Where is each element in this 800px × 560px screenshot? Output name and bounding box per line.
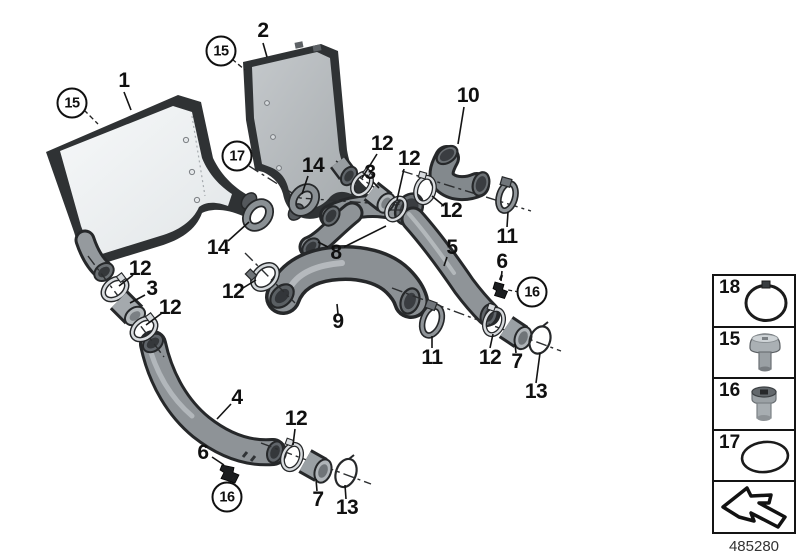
callout-4[interactable]: 4 [231,386,243,409]
legend-item-16[interactable]: 16 [712,377,796,433]
callout-circled-17[interactable]: 17 [221,140,253,172]
intercooler-1 [46,95,258,282]
sensor-6-right [492,281,509,299]
callout-14[interactable]: 14 [206,236,230,259]
callout-12[interactable]: 12 [158,296,182,319]
mount-tab [312,44,322,52]
screw-icon [735,329,793,382]
callout-6[interactable]: 6 [496,250,508,273]
legend-item-18[interactable]: 18 [712,274,796,328]
callout-12[interactable]: 12 [128,257,152,280]
pipe-9 [265,245,429,319]
legend-direction-box [712,480,796,536]
pipe-5 [400,206,501,328]
callout-11[interactable]: 11 [421,346,443,369]
callout-6[interactable]: 6 [197,441,209,464]
callout-1[interactable]: 1 [118,69,130,92]
callout-2[interactable]: 2 [257,19,269,42]
drawing-number: 485280 [728,538,780,555]
intercooler-2 [243,41,367,221]
callout-12[interactable]: 12 [439,199,463,222]
pipe-10-fasteners [413,170,519,214]
left-chain-clamps [100,272,159,343]
blind-plug-icon [735,380,793,433]
pipe-10 [428,144,491,202]
callout-circled-15[interactable]: 15 [205,35,237,67]
sensor-6-left [219,464,240,484]
callout-13[interactable]: 13 [524,380,548,403]
legend-label: 18 [719,277,741,298]
callout-7[interactable]: 7 [312,488,324,511]
callout-circled-16[interactable]: 16 [211,481,243,513]
callout-9[interactable]: 9 [332,310,344,333]
legend-label: 17 [719,431,741,453]
callout-3[interactable]: 3 [146,277,158,300]
leader-lines [118,42,541,500]
o-ring-icon [735,432,793,485]
seal-ring-14 [241,183,321,232]
legend-item-17[interactable]: 17 [712,428,796,485]
callout-12[interactable]: 12 [370,132,394,155]
callout-10[interactable]: 10 [456,84,480,107]
legend-label: 15 [719,328,741,350]
callout-13[interactable]: 13 [335,496,359,519]
callout-11[interactable]: 11 [496,225,518,248]
direction-arrow-icon [715,483,791,536]
legend-item-15[interactable]: 15 [712,325,796,382]
callout-3[interactable]: 3 [364,161,376,184]
hose-clamp-icon [735,277,793,330]
callout-12[interactable]: 12 [284,407,308,430]
upper-chain-clamps [330,156,408,223]
callout-12[interactable]: 12 [221,280,245,303]
callout-7[interactable]: 7 [511,350,523,373]
callout-5[interactable]: 5 [446,236,458,259]
callout-8[interactable]: 8 [330,241,342,264]
mount-tab [294,41,304,49]
clamp-12-mid [244,262,280,292]
bottom-left-cluster [219,437,358,489]
legend-label: 16 [719,380,741,402]
callout-12[interactable]: 12 [397,147,421,170]
callout-14[interactable]: 14 [301,154,325,177]
dashed-leaders [83,58,246,125]
bottom-right-cluster [418,274,552,355]
callout-circled-15[interactable]: 15 [56,87,88,119]
legend-sidebar: 18 15 16 [712,274,796,536]
callout-12[interactable]: 12 [478,346,502,369]
callout-circled-16[interactable]: 16 [516,276,548,308]
